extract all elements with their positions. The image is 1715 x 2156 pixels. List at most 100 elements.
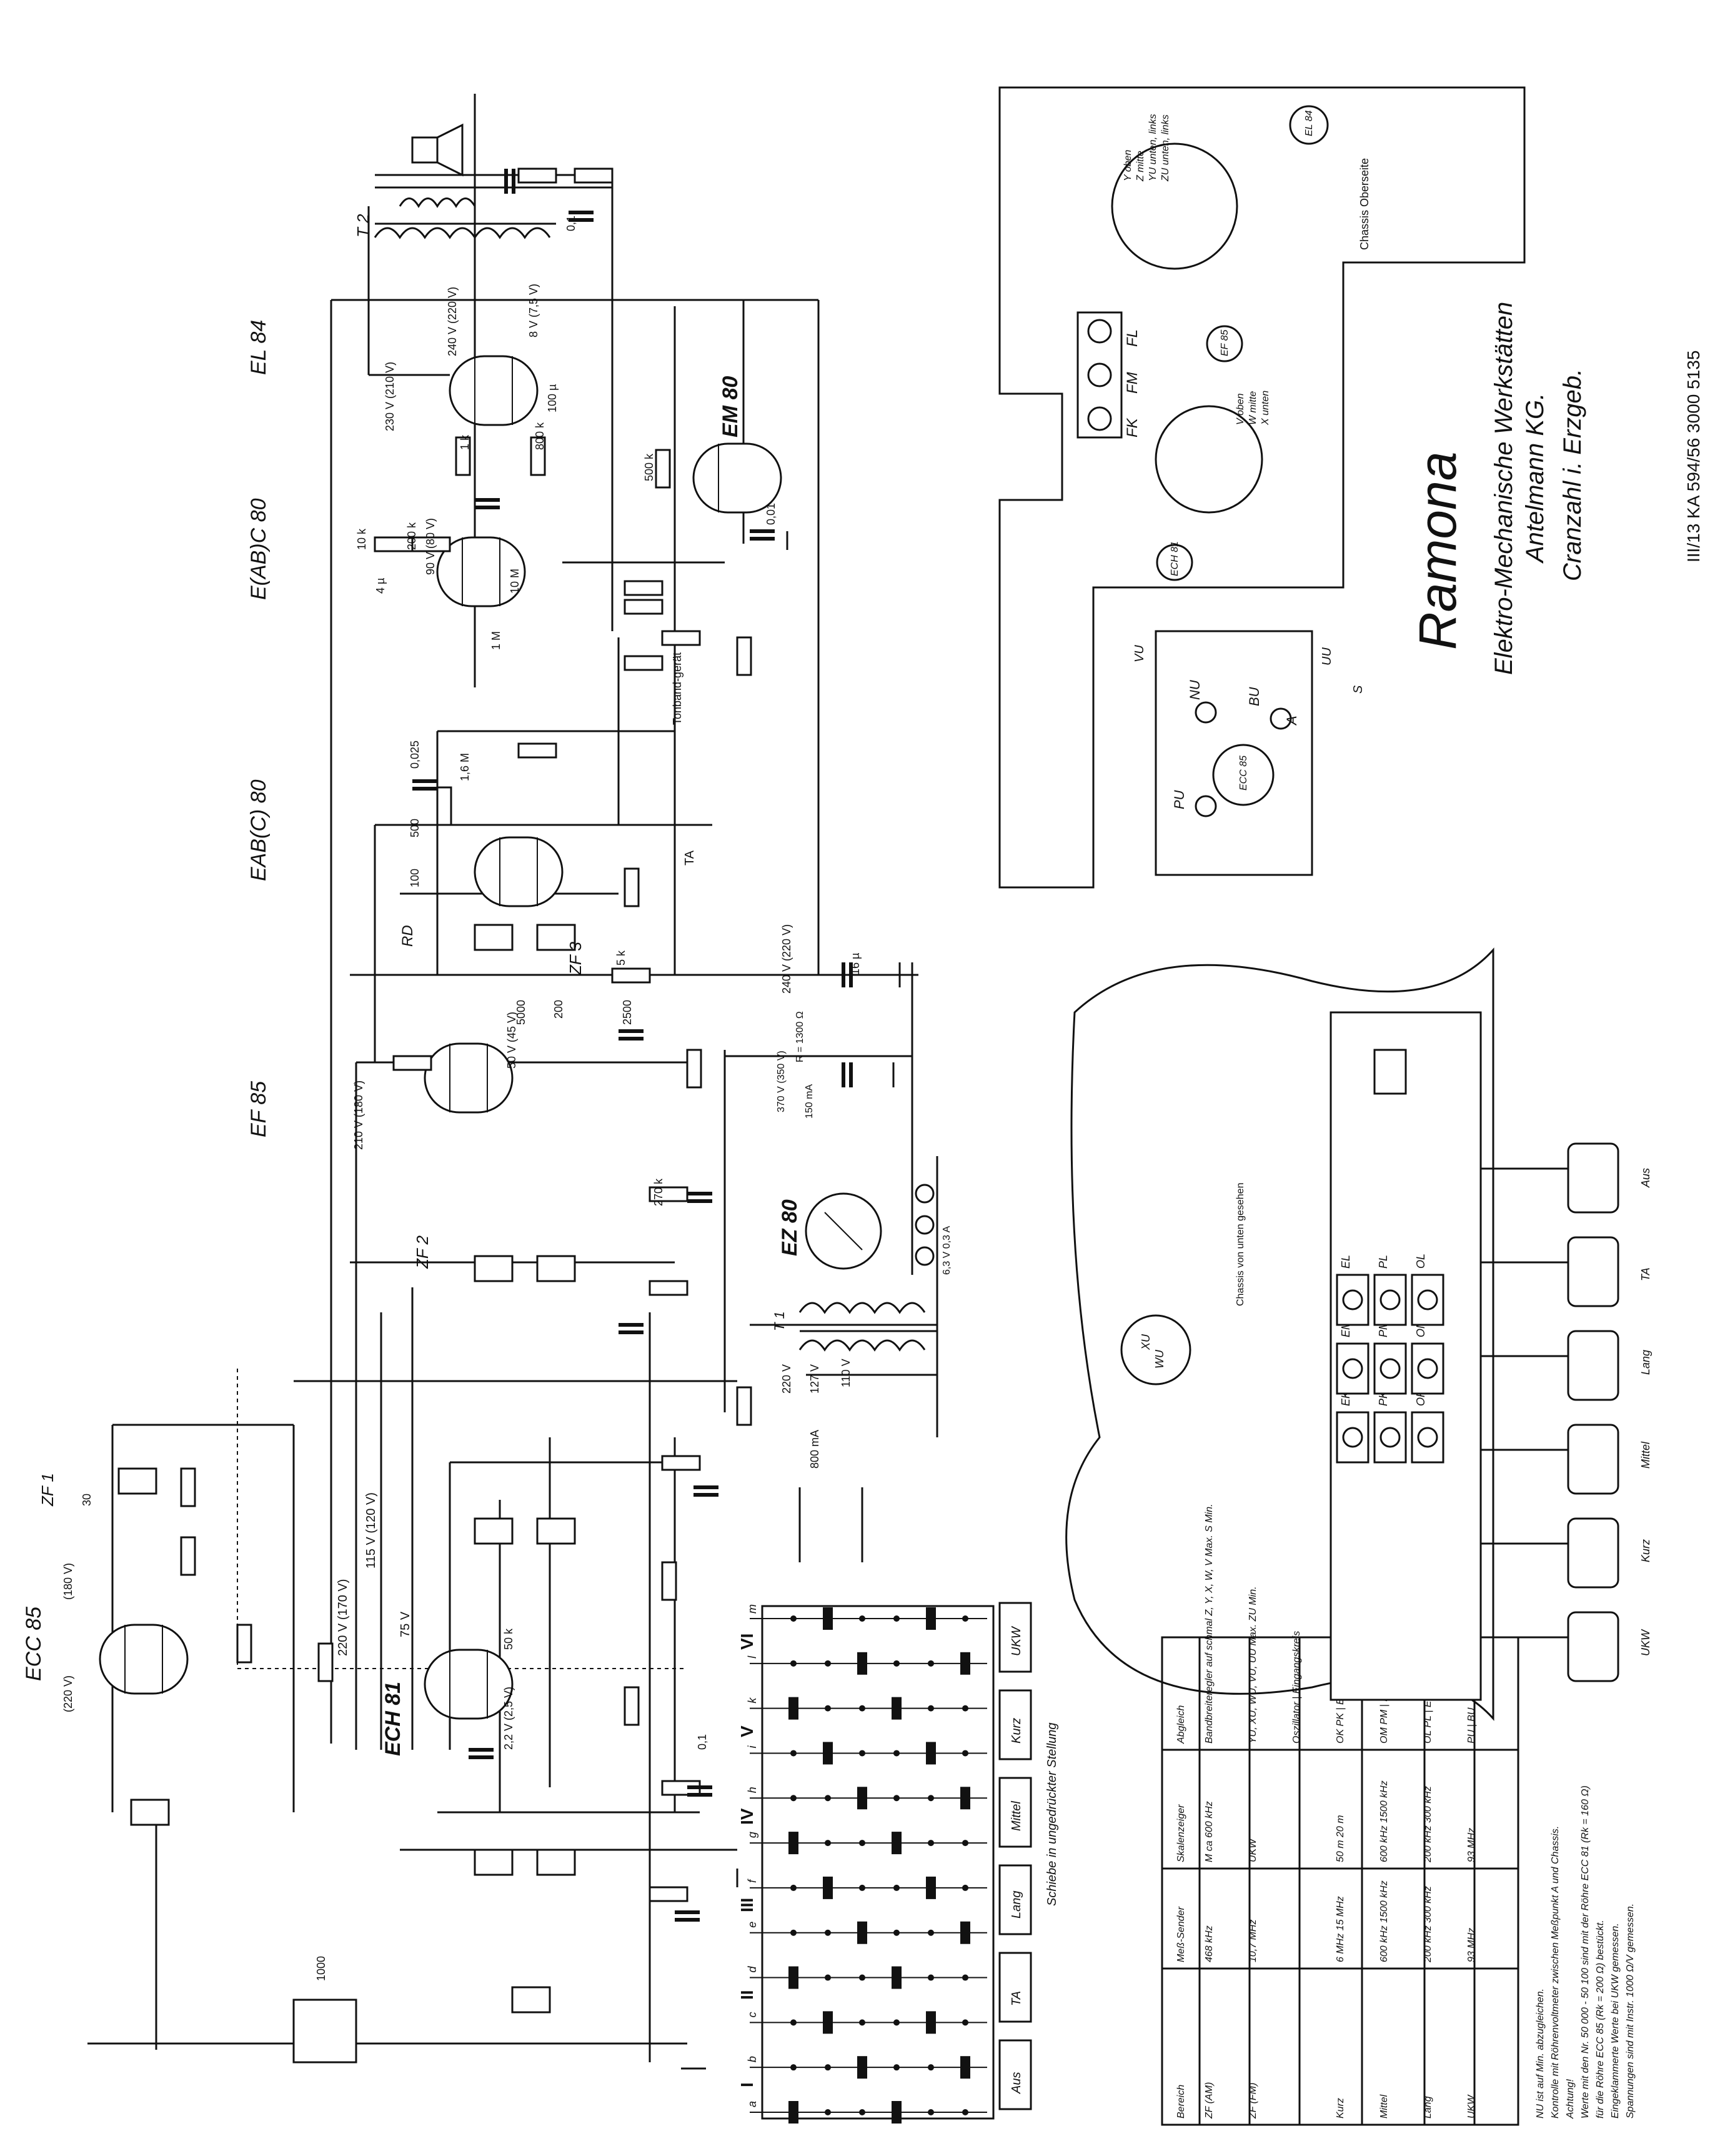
switch-contact [825,2064,831,2071]
voltage-el-c: 8 V (7,5 V) [527,284,540,337]
terminal-fl: FL [1124,329,1141,347]
voltage-ef-a: 210 V (180 V) [352,1080,365,1150]
tube-label-ez80: EZ 80 [778,1199,802,1256]
tube-label-ef85: EF 85 [247,1081,271,1137]
brand-ramona: Ramona [1408,451,1467,650]
print-code: III/13 KA 594/56 3000 5135 [1684,351,1703,562]
key-label: Lang [1639,1350,1652,1375]
coil-core [1379,1358,1401,1379]
switch-bridge [892,2101,902,2124]
key-cap [1567,1236,1619,1307]
switch-key-label: Aus [1010,2072,1023,2094]
switch-caption: Schiebe in ungedrückter Stellung [1045,1722,1059,1906]
switch-column-label: V [737,1725,757,1737]
switch-contact [928,2064,934,2071]
switch-contact [825,1929,831,1936]
coil-core [1379,1289,1401,1310]
coil-wu: WU [1153,1349,1166,1369]
table-cell: ZF (FM) [1248,2083,1258,2119]
switch-bridge [823,1742,833,1765]
speaker-symbol [411,123,464,177]
switch-bridge [960,1787,970,1810]
company-location: Cranzahl i. Erzgeb. [1559,369,1586,581]
value-label: 0,025 [409,741,421,769]
supply-v1: 370 V (350 V) [776,1051,787,1112]
table-cell: 10,7 MHz [1248,1920,1258,1962]
switch-row-label: k [746,1697,758,1704]
voltage-eabc-a: 90 V (80 V) [424,518,437,575]
voltage-ech-c: 75 V [399,1611,412,1637]
coil-s: S [1351,685,1365,694]
table-note: NU ist auf Min. abzugleichen. [1535,1989,1546,2119]
supply-heater: 6,3 V 0,3 A [942,1225,952,1275]
switch-contact [825,2109,831,2115]
value-label: 1,6 M [459,753,471,781]
supply-mains-220: 220 V [780,1364,793,1394]
switch-bridge [788,1966,798,1989]
switch-bridge [857,1652,867,1675]
switch-bridge [960,1652,970,1675]
switch-bridge [960,2056,970,2079]
switch-contact [928,1705,934,1712]
voltage-ecc-a: (180 V) [62,1563,74,1600]
value-label: 100 µ [546,384,559,412]
switch-key-box [998,2039,1032,2110]
key-cap [1567,1330,1619,1401]
switch-column-label: IV [737,1808,757,1825]
transformer-label-zf1: ZF 1 [38,1473,57,1507]
chassis-bottom-outline [1065,947,1494,1721]
chassis-top-title: Chassis Oberseite [1358,158,1371,250]
switch-bridge [788,1697,798,1720]
switch-bridge [823,1876,833,1899]
switch-contact [928,1795,934,1802]
value-label: 5000 [515,1000,527,1025]
table-cell: Mittel [1379,2094,1389,2119]
switch-contact [825,1840,831,1847]
switch-row-label: a [746,2101,758,2107]
table-cell: Kurz [1335,2098,1346,2119]
switch-contact [962,1750,968,1757]
key-cap [1567,1142,1619,1214]
table-cell: ZF (AM) [1204,2082,1215,2119]
table-cell: UKW [1466,2094,1477,2119]
switch-contact [825,1974,831,1981]
tube-label-eabc80-upper: E(AB)C 80 [247,498,271,600]
tube-label-ecc85: ECC 85 [22,1607,46,1681]
table-note: Achtung! [1565,2079,1576,2119]
switch-column-label: III [737,1898,757,1912]
switch-row-label: i [746,1745,758,1748]
table-cell: Lang [1423,2096,1433,2119]
table-cell: M ca 600 kHz [1204,1801,1215,1862]
value-label: 30 [81,1494,93,1506]
switch-key-box [998,1777,1032,1848]
terminal-fk: FK [1124,417,1141,437]
switch-key-box [998,1689,1032,1760]
switch-contact [928,1929,934,1936]
switch-bridge [926,1742,936,1765]
switch-contact [893,1929,900,1936]
tube-label-eab80: EAB(C) 80 [247,779,271,881]
switch-column-label: I [737,2082,757,2087]
transformer-t2 [374,197,556,239]
switch-contact [893,1795,900,1802]
supply-v2: 240 V (220 V) [780,924,793,994]
table-cell: 6 MHz 15 MHz [1335,1896,1346,1962]
dial-z-label: Z mitte [1135,151,1146,182]
tube-eabc80-lower-symbol [474,836,564,907]
switch-contact [893,1615,900,1622]
coil-label: PL [1377,1255,1389,1269]
switch-contact [790,1795,797,1802]
tube-ecc85-symbol [99,1624,189,1695]
switch-contact [859,1705,865,1712]
key-label: Aus [1639,1168,1652,1188]
value-label: 500 k [643,453,655,481]
value-label: 0,01 [765,503,777,525]
value-label: 270 k [652,1178,665,1206]
table-header: Skalenzeiger [1176,1804,1186,1862]
value-label: 500 [409,819,421,837]
dial-zu-label: ZU unten, links [1160,114,1171,182]
coil-core [1342,1289,1363,1310]
switch-key-label: UKW [1010,1625,1023,1656]
